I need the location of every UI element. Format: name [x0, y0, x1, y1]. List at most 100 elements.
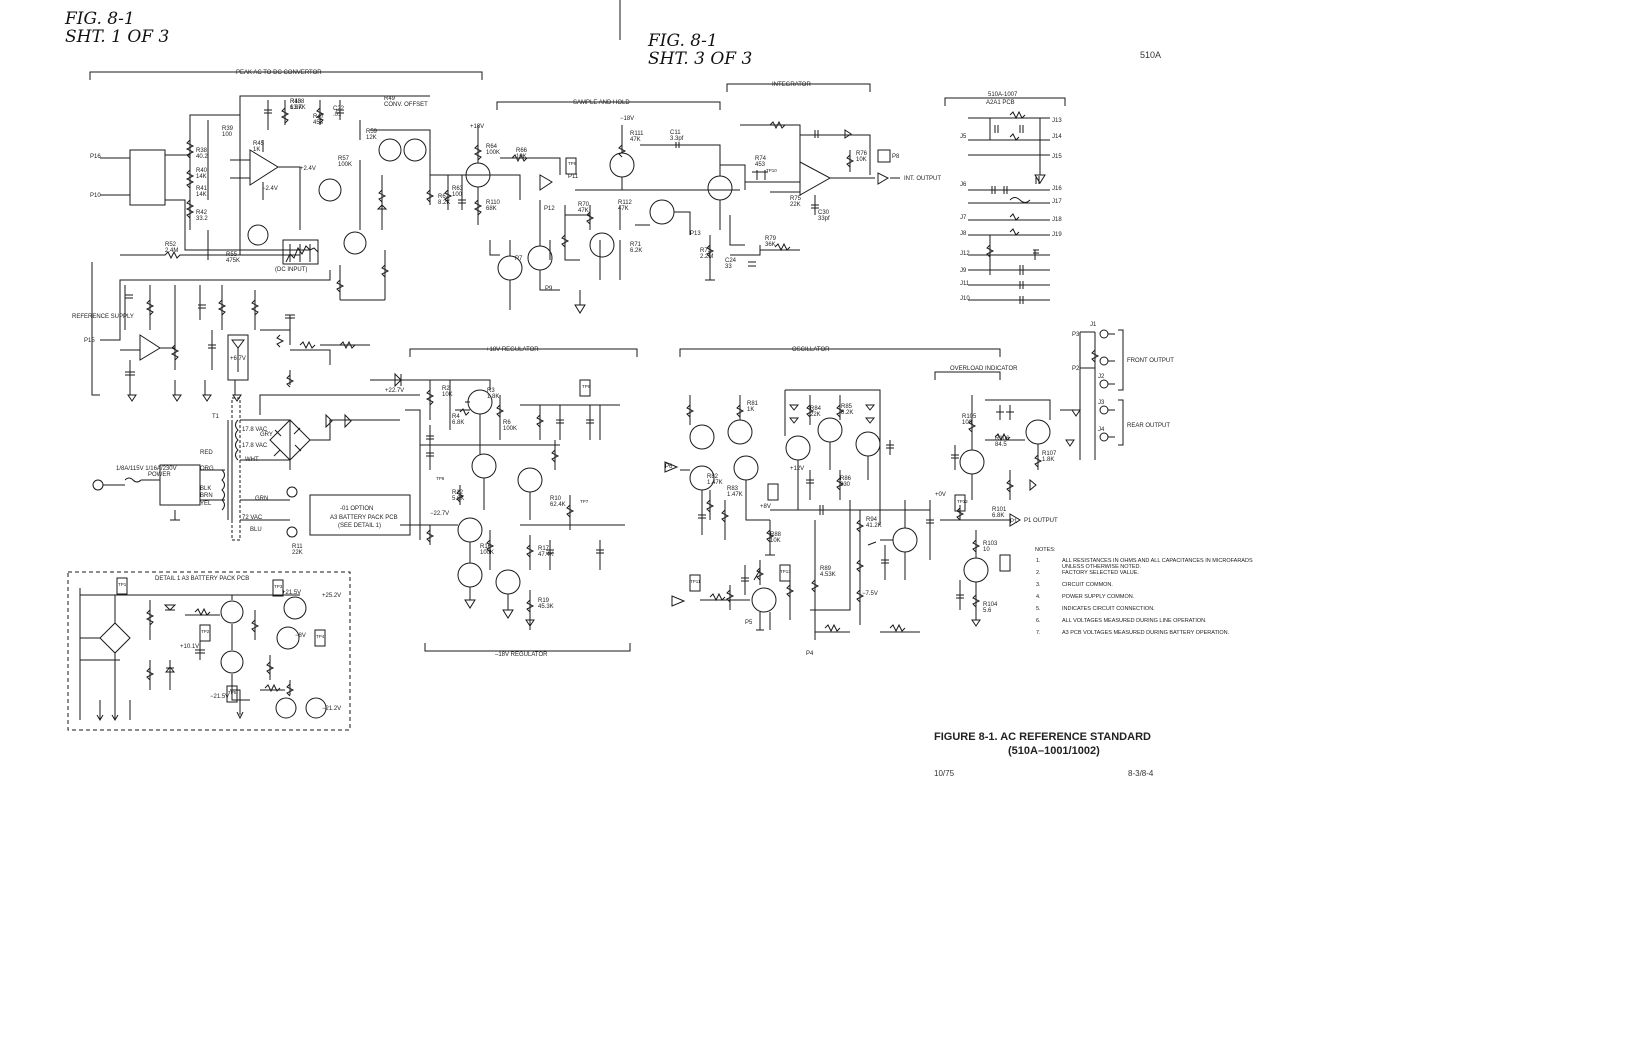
component-value: 453 [313, 120, 324, 126]
component-ref: R105 [962, 414, 977, 420]
component-ref: R49 [384, 96, 396, 102]
component-value: 14K [196, 174, 207, 180]
component-value: 1.47K [707, 480, 723, 486]
component-value: 22K [790, 202, 801, 208]
component-value: 45.3K [538, 604, 554, 610]
component-value: 33.2 [196, 216, 208, 222]
connector-label: P12 [544, 206, 555, 212]
model-number: 510A [1140, 50, 1161, 60]
component-value: 4.53K [820, 572, 836, 578]
reference-supply-circuit [100, 270, 370, 402]
connector-label: J10 [960, 296, 970, 302]
connector-label: J16 [1052, 186, 1062, 192]
note-number: 3. [1036, 582, 1041, 588]
component-value: 100 [452, 192, 463, 198]
sheet-sub-3: SHT. 3 OF 3 [648, 49, 752, 69]
test-point-label: TP1 [118, 582, 127, 587]
component-value: 33pf [818, 216, 830, 222]
note-number: 5. [1036, 606, 1041, 612]
lead-color-label: BLK [200, 486, 211, 492]
transformer-label: T1 [212, 414, 220, 420]
component-value: 22K [292, 550, 303, 556]
note-text-cont: UNLESS OTHERWISE NOTED. [1062, 564, 1142, 570]
connector-label: P13 [690, 231, 701, 237]
component-ref: R16 [480, 544, 492, 550]
section-reference-supply: REFERENCE SUPPLY [72, 314, 134, 320]
connector-label: J2 [1098, 374, 1105, 380]
component-ref: R3 [487, 388, 495, 394]
note-text: ALL RESISTANCES IN OHMS AND ALL CAPACITA… [1062, 558, 1253, 564]
component-value: 10 [983, 547, 990, 553]
note-text: INDICATES CIRCUIT CONNECTION. [1062, 606, 1155, 612]
component-ref: R2 [442, 386, 450, 392]
component-value: 8.2K [438, 200, 450, 206]
connector-label: P2 [1072, 366, 1080, 372]
connector-label: J13 [1052, 118, 1062, 124]
peak-converter-circuit [100, 95, 480, 301]
component-value: 47K [578, 208, 589, 214]
connector-label: J7 [960, 215, 967, 221]
component-value: 10K [516, 154, 527, 160]
component-value: .01 [333, 112, 342, 118]
connector-label: P6 [665, 464, 673, 470]
component-value: 68K [486, 206, 497, 212]
figure-caption-line1: FIGURE 8-1. AC REFERENCE STANDARD [934, 731, 1151, 743]
component-ref: R42 [196, 210, 208, 216]
component-value: 12K [366, 135, 377, 141]
component-value: 10K [770, 538, 781, 544]
connector-label: P10 [90, 193, 101, 199]
connector-label: P3 [1072, 332, 1080, 338]
component-ref: R103 [983, 541, 998, 547]
connector-label: P7 [515, 256, 523, 262]
component-ref: R40 [196, 168, 208, 174]
lead-color-label: WHT [245, 457, 259, 463]
connector-label: P11 [568, 174, 579, 180]
component-value: 13.7K [290, 105, 306, 111]
voltage-label: +25.2V [322, 593, 341, 599]
detail-box [67, 571, 351, 731]
overload-output-circuit [940, 395, 1051, 627]
voltage-label: +22.7V [385, 388, 404, 394]
component-ref: R101 [992, 507, 1007, 513]
section-overload: OVERLOAD INDICATOR [950, 366, 1018, 372]
component-value: 40.2 [196, 154, 208, 160]
note-text: CIRCUIT COMMON. [1062, 582, 1113, 588]
component-value: 1.8K [1042, 457, 1054, 463]
component-ref: R111 [630, 131, 644, 137]
component-value: 100 [222, 132, 233, 138]
component-value: 22K [810, 412, 821, 418]
component-ref: R38 [196, 148, 208, 154]
reg-neg-circuit [400, 495, 625, 630]
test-point-label: TP2 [201, 629, 210, 634]
battery-pack-sub: (SEE DETAIL 1) [338, 523, 381, 529]
component-ref: R71 [630, 242, 642, 248]
voltage-label: +21.5V [282, 590, 301, 596]
connector-label: P5 [745, 620, 753, 626]
component-value: 100K [503, 426, 517, 432]
battery-pack-circuit [79, 577, 327, 721]
note-number: 7. [1036, 630, 1041, 636]
sheet-label-3: FIG. 8-1 [647, 31, 718, 51]
component-ref: R81 [747, 401, 759, 407]
component-ref: R89 [820, 566, 832, 572]
component-value: 41.2K [866, 523, 882, 529]
section-brackets [89, 71, 1066, 652]
component-value: 100 [962, 420, 973, 426]
connector-label: J11 [960, 281, 970, 287]
component-value: 6.8K [290, 105, 302, 111]
connector-label: J19 [1052, 232, 1062, 238]
component-ref: R39 [222, 126, 234, 132]
component-ref: C24 [725, 258, 737, 264]
component-ref: R73 [700, 248, 712, 254]
a2a1-part: 510A-1007 [988, 92, 1018, 98]
connector-label: J8 [960, 231, 967, 237]
component-ref: R82 [707, 474, 719, 480]
a2a1-pcb-circuit [968, 110, 1050, 304]
component-value: 10K [442, 392, 453, 398]
component-ref: R43 [290, 99, 302, 105]
component-ref: R88 [770, 532, 782, 538]
test-point-label: TP10 [766, 168, 777, 173]
sheet-sub-1: SHT. 1 OF 3 [65, 27, 169, 47]
test-point-label: TP9 [568, 161, 577, 166]
